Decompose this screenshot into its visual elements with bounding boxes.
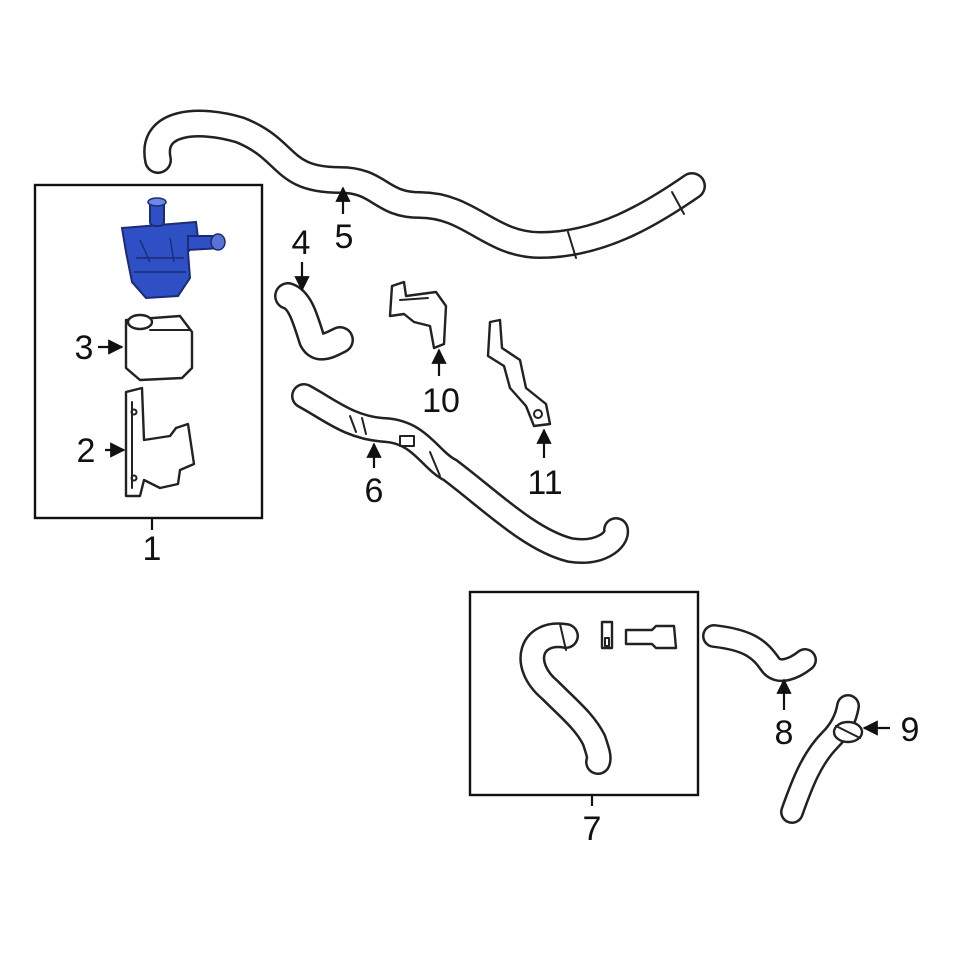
hose-part-5[interactable] [143,109,706,259]
bracket-part-10[interactable] [388,280,448,350]
bracket-part-11[interactable] [486,318,552,428]
hose-part-4[interactable] [274,282,354,361]
hose-part-6[interactable] [291,383,630,564]
callout-4: 4 [292,224,311,262]
callout-2: 2 [77,432,96,470]
callout-10: 10 [422,382,460,420]
pump-part-1[interactable] [120,197,226,300]
callout-3: 3 [75,329,94,367]
hose-kit-part-7[interactable] [519,620,678,775]
hose-part-9[interactable] [780,694,864,824]
callout-1: 1 [143,530,162,568]
group-box-1 [33,183,264,520]
hose-part-8[interactable] [702,624,817,683]
callout-8: 8 [775,714,794,752]
callout-6: 6 [365,472,384,510]
callout-5: 5 [335,218,354,256]
group-box-7 [468,590,700,797]
leader-lines [98,186,890,806]
sleeve-part-3[interactable] [124,313,194,382]
callout-labels: 1 2 3 4 5 6 7 8 9 10 11 [75,218,920,848]
callout-9: 9 [901,711,920,749]
bracket-part-2[interactable] [124,386,196,498]
callout-7: 7 [583,810,602,848]
callout-11: 11 [527,464,562,502]
